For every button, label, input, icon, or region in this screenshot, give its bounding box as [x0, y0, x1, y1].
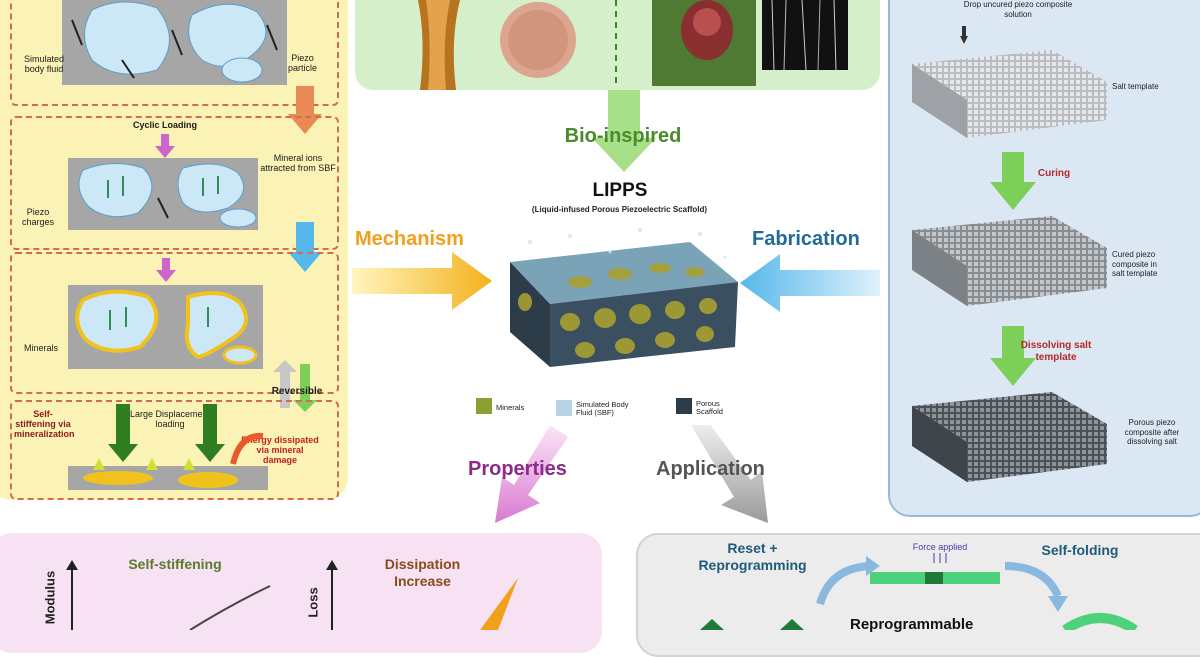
application-arrow [691, 425, 768, 523]
self-stiffening-label: Self-stiffening [128, 556, 222, 572]
dissolving-label: Dissolving salt template [1020, 340, 1092, 363]
flat-strip [870, 572, 1000, 584]
mechanism-arrow [352, 252, 492, 310]
mechanism-step-4-graphic [68, 404, 268, 490]
mechanism-down-arrow-1 [288, 86, 322, 134]
reversible-label: Reversible [271, 386, 323, 397]
properties-label: Properties [468, 458, 567, 480]
pitcher-plant-image [652, 0, 756, 86]
porous-composite-block [912, 392, 1107, 482]
cyclic-loading-arrow-2 [156, 258, 176, 282]
properties-arrow [495, 425, 568, 523]
reprogrammable-label: Reprogrammable [850, 616, 974, 633]
mechanism-step-4 [10, 400, 339, 500]
porous-scaffold-legend-label: Porous Scaffold [696, 399, 723, 417]
dissipation-increase-label: Dissipation Increase [384, 556, 461, 589]
minerals-legend-swatch [476, 398, 492, 414]
sbf-legend-swatch [556, 400, 572, 416]
minerals-legend-label: Minerals [496, 403, 525, 412]
loss-axis-label: Loss [305, 587, 321, 618]
cyclic-loading-arrow [155, 134, 175, 158]
bio-inspired-arrow [592, 90, 656, 172]
force-arrows [933, 553, 947, 563]
mechanism-step-2-graphic [68, 158, 258, 230]
mechanism-label: Mechanism [355, 228, 464, 250]
modulus-axis-label: Modulus [42, 570, 58, 625]
cured-template-block [912, 216, 1107, 306]
fabrication-label: Fabrication [752, 228, 860, 250]
energy-dissipated-label: Energy dissipated via mineral damage [241, 435, 319, 465]
force-applied-label: Force applied [912, 542, 968, 552]
mechanism-step-1 [10, 0, 339, 106]
mechanism-down-arrow-2 [288, 222, 322, 272]
bio-inspired-label: Bio-inspired [564, 125, 682, 147]
folded-shape-left [700, 619, 804, 630]
microscope-image [762, 0, 848, 70]
salt-template-label: Salt template [1112, 82, 1159, 91]
porous-scaffold-graphic [510, 228, 738, 367]
dissolving-arrow [990, 326, 1036, 386]
mechanism-step-3-graphic [68, 285, 263, 369]
bone-image [418, 0, 460, 90]
lipps-title: LIPPS [592, 180, 648, 201]
piezo-particle-label: Piezo particle [287, 53, 317, 73]
mineral-ions-label: Mineral ions attracted from SBF [260, 153, 336, 173]
mechanism-step-1-graphic [62, 0, 287, 85]
divider-dashed [615, 0, 617, 88]
bone-cross-section [500, 2, 576, 78]
salt-template-block [912, 50, 1107, 138]
dissipation-plot [326, 560, 518, 630]
fabrication-arrow [740, 254, 880, 312]
piezo-charges-label: Piezo charges [21, 207, 55, 227]
mechanism-step-3 [10, 252, 339, 394]
self-folding-curved-arrow [1004, 562, 1068, 612]
drop-solution-label: Drop uncured piezo composite solution [963, 0, 1073, 19]
cyclic-loading-label: Cyclic Loading [132, 120, 197, 130]
porous-scaffold-legend-swatch [676, 398, 692, 414]
sbf-legend-label: Simulated Body Fluid (SBF) [576, 400, 629, 418]
reset-curved-arrow [816, 556, 880, 606]
minerals-label: Minerals [23, 343, 58, 353]
porous-composite-label: Porous piezo composite after dissolving … [1124, 418, 1180, 447]
curing-label: Curing [1037, 168, 1071, 179]
application-label: Application [656, 458, 765, 480]
reset-reprogramming-label: Reset + Reprogramming [698, 540, 807, 573]
curing-arrow [990, 152, 1036, 210]
self-folding-label: Self-folding [1041, 542, 1119, 558]
drop-arrow [960, 26, 968, 44]
cured-composite-label: Cured piezo composite in salt template [1112, 250, 1158, 279]
stiffening-plot [66, 560, 271, 630]
sbf-label: Simulated body fluid [23, 54, 65, 74]
large-displacement-label: Large Displacement loading [129, 409, 211, 429]
self-stiffening-mechanism-label: Self-stiffening via mineralization [14, 409, 75, 439]
folded-shape-right [1062, 613, 1138, 630]
lipps-subtitle: (Liquid-infused Porous Piezoelectric Sca… [531, 205, 708, 214]
mechanism-step-2 [10, 116, 339, 250]
